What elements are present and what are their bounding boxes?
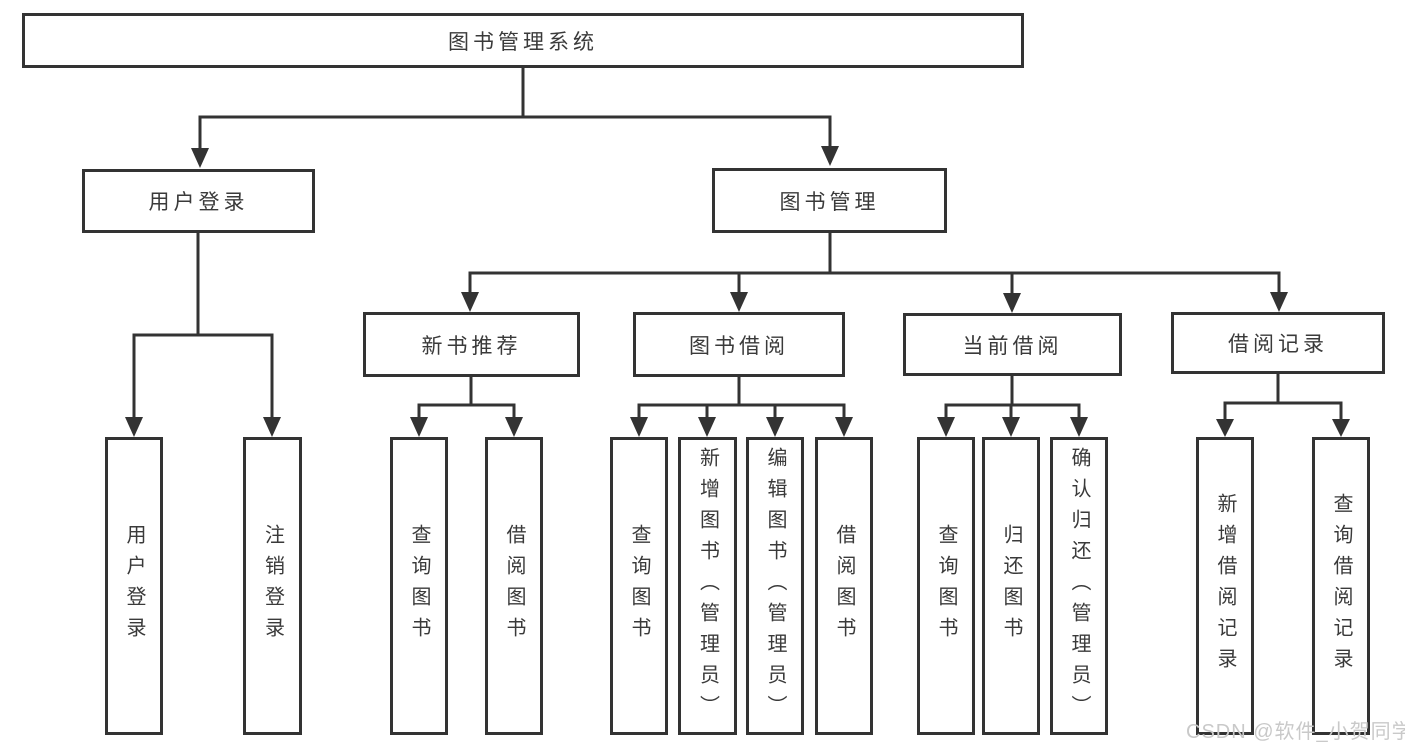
leaf-label: 编辑图书（管理员） (764, 446, 786, 726)
leaf-label: 新增借阅记录 (1214, 493, 1236, 679)
leaf-logout: 注销登录 (243, 437, 302, 735)
leaf-label: 确认归还（管理员） (1068, 446, 1090, 726)
node-borrowing-records: 借阅记录 (1171, 312, 1385, 374)
node-new-book-recommendation: 新书推荐 (363, 312, 580, 377)
node-label: 当前借阅 (962, 334, 1063, 358)
node-current-borrowing: 当前借阅 (903, 313, 1122, 376)
node-label: 借阅记录 (1228, 333, 1328, 356)
node-label: 图书管理系统 (448, 30, 598, 54)
node-book-management: 图书管理 (712, 168, 947, 233)
node-label: 新书推荐 (421, 334, 522, 358)
leaf-label: 归还图书 (1000, 524, 1022, 648)
leaf-borrow-books-recommend: 借阅图书 (485, 437, 543, 735)
leaf-label: 用户登录 (123, 524, 145, 648)
leaf-query-books-current: 查询图书 (917, 437, 975, 735)
leaf-label: 查询借阅记录 (1330, 493, 1352, 679)
leaf-confirm-return-admin: 确认归还（管理员） (1050, 437, 1108, 735)
node-user-login: 用户登录 (82, 169, 315, 233)
leaf-add-borrow-record: 新增借阅记录 (1196, 437, 1254, 735)
leaf-user-login: 用户登录 (105, 437, 163, 735)
leaf-query-books-recommend: 查询图书 (390, 437, 448, 735)
leaf-add-books-admin: 新增图书（管理员） (678, 437, 737, 735)
leaf-label: 查询图书 (935, 524, 957, 648)
node-label: 图书借阅 (689, 334, 789, 358)
leaf-query-borrow-record: 查询借阅记录 (1312, 437, 1370, 735)
leaf-borrow-books: 借阅图书 (815, 437, 873, 735)
csdn-watermark: CSDN @软件_小贺同学 (1186, 721, 1405, 743)
leaf-edit-books-admin: 编辑图书（管理员） (746, 437, 804, 735)
leaf-return-books: 归还图书 (982, 437, 1040, 735)
leaf-label: 借阅图书 (503, 524, 525, 648)
leaf-label: 新增图书（管理员） (696, 446, 719, 726)
node-label: 用户登录 (148, 191, 249, 214)
leaf-label: 借阅图书 (833, 524, 855, 648)
leaf-label: 注销登录 (261, 524, 284, 648)
node-book-borrowing: 图书借阅 (633, 312, 845, 377)
node-library-management-system: 图书管理系统 (22, 13, 1024, 68)
leaf-query-books-borrow: 查询图书 (610, 437, 668, 735)
leaf-label: 查询图书 (408, 524, 430, 648)
node-label: 图书管理 (779, 190, 880, 214)
leaf-label: 查询图书 (628, 524, 650, 648)
